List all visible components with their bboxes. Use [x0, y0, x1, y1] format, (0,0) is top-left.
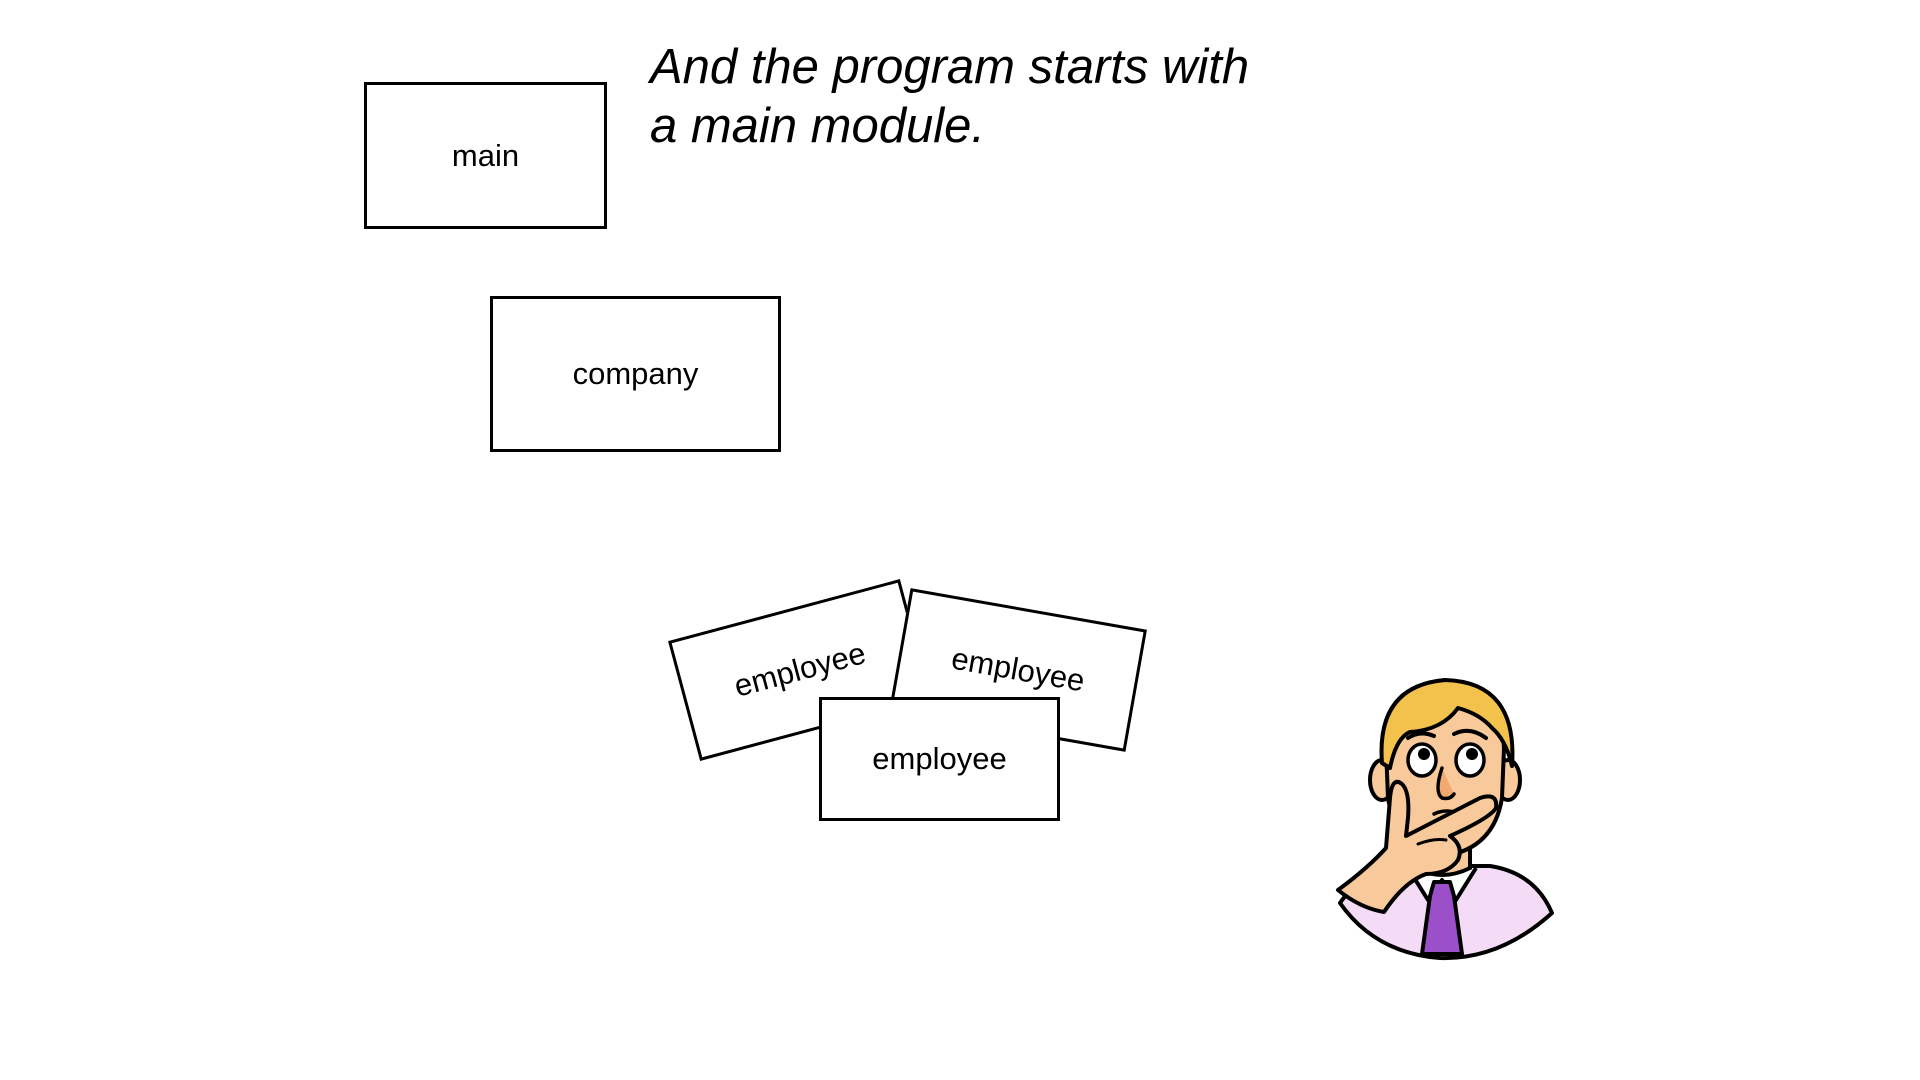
module-box-main: main: [364, 82, 607, 229]
module-box-company: company: [490, 296, 781, 452]
caption-line-2: a main module.: [650, 99, 986, 153]
slide-caption: And the program starts with a main modul…: [650, 38, 1350, 156]
caption-line-1: And the program starts with: [650, 40, 1250, 94]
module-box-employee-3: employee: [819, 697, 1060, 821]
thinking-person-icon: [1336, 678, 1554, 961]
